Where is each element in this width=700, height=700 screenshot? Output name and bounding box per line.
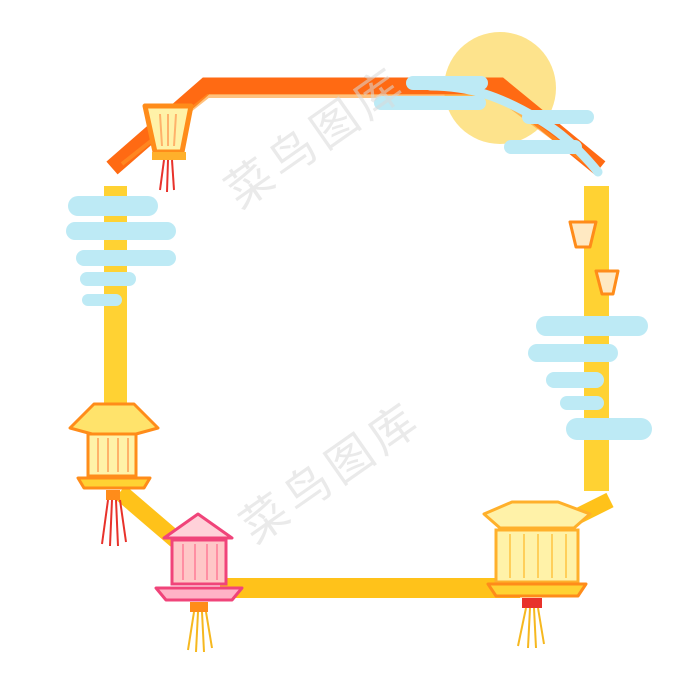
watermark-text: 菜鸟图库	[230, 390, 431, 554]
sky-lantern-icon	[568, 220, 598, 249]
sky-lantern-icon	[594, 269, 620, 296]
tassel-icon	[101, 499, 127, 547]
palace-lantern-icon	[68, 402, 160, 500]
palace-lantern-icon	[154, 512, 244, 612]
tassel-icon	[517, 607, 545, 649]
frame-bottom-bar	[220, 578, 520, 598]
palace-lantern-icon	[142, 103, 194, 160]
cloud-icon	[66, 76, 652, 440]
palace-lantern-icon	[482, 500, 592, 608]
frame-bottom-left-diagonal	[114, 485, 182, 547]
tassel-icon	[187, 611, 213, 653]
tassel-icon	[159, 159, 175, 193]
watermark: 菜鸟图库 菜鸟图库	[215, 55, 431, 554]
